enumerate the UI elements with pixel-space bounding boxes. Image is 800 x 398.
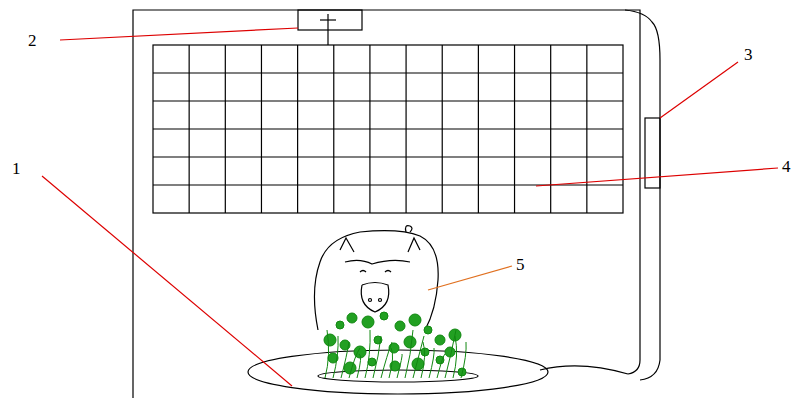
leader-line	[428, 266, 512, 290]
housing-bottom-curve	[540, 366, 628, 374]
leader-line	[660, 62, 738, 118]
device-stem	[327, 14, 328, 45]
leader-line	[536, 168, 778, 186]
pig	[314, 226, 438, 330]
device-stem	[320, 19, 336, 20]
housing-outline	[133, 10, 625, 398]
plate	[248, 350, 548, 394]
callout-number: 4	[782, 158, 791, 175]
callout-number: 3	[744, 46, 753, 63]
housing-inner-side	[625, 10, 640, 374]
callout-number: 5	[516, 256, 525, 273]
leader-line	[42, 176, 292, 386]
greens	[324, 312, 466, 378]
housing-outer-side	[625, 10, 660, 380]
grid-panel	[153, 45, 623, 213]
grid-lines	[153, 45, 623, 213]
leader-line	[60, 28, 298, 40]
callout-number: 1	[12, 160, 21, 177]
callout-number: 2	[28, 32, 37, 49]
top-device	[298, 10, 362, 30]
